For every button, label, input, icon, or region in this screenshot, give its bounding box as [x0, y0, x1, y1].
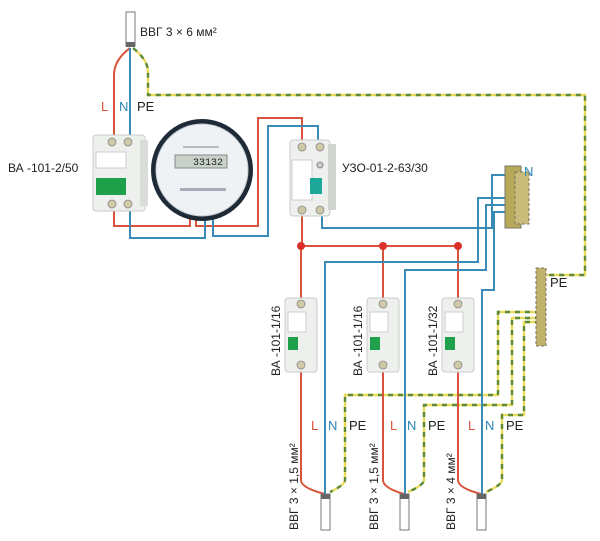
branch-3-cable-label: ВВГ 3 × 4 мм² [444, 453, 458, 530]
input-pe-label: PE [137, 99, 155, 114]
pe-wires [132, 47, 587, 494]
branch-2-pe: PE [428, 418, 446, 433]
input-n-label: N [119, 99, 128, 114]
branch-3-l: L [468, 418, 475, 433]
neutral-wires [129, 48, 505, 494]
branch-1-l: L [311, 418, 318, 433]
main-breaker-label: ВА -101-2/50 [8, 161, 79, 175]
rcd-label: УЗО-01-2-63/30 [342, 161, 428, 175]
n-bus-label: N [524, 164, 533, 179]
meter-reading: 33132 [193, 158, 223, 169]
branch-breaker-2 [366, 297, 400, 373]
input-cable-stub [125, 11, 136, 47]
branch-breaker-3 [441, 297, 475, 373]
output-cable-stubs [320, 493, 487, 531]
branch-3-breaker-label: ВА -101-1/32 [426, 305, 440, 376]
branch-2-l: L [390, 418, 397, 433]
pe-bus [535, 267, 547, 347]
branch-2-breaker-label: ВА -101-1/16 [351, 305, 365, 376]
branch-1-pe: PE [349, 418, 367, 433]
phase-wires [113, 47, 482, 495]
rcd-device [289, 139, 336, 217]
junction-dots [297, 242, 462, 250]
neutral-bus [504, 165, 530, 229]
branch-breaker-1 [284, 297, 318, 373]
input-l-label: L [101, 99, 108, 114]
branch-3-pe: PE [506, 418, 524, 433]
main-breaker-2-pole [92, 134, 148, 212]
branch-1-n: N [328, 418, 337, 433]
branch-1-cable-label: ВВГ 3 × 1,5 мм² [287, 443, 301, 530]
pe-bus-label: PE [550, 275, 568, 290]
branch-2-cable-label: ВВГ 3 × 1,5 мм² [367, 443, 381, 530]
branch-2-n: N [407, 418, 416, 433]
branch-3-n: N [485, 418, 494, 433]
electricity-meter: 33132 [151, 119, 253, 221]
branch-1-breaker-label: ВА -101-1/16 [269, 305, 283, 376]
input-cable-label: ВВГ 3 × 6 мм² [140, 25, 217, 39]
